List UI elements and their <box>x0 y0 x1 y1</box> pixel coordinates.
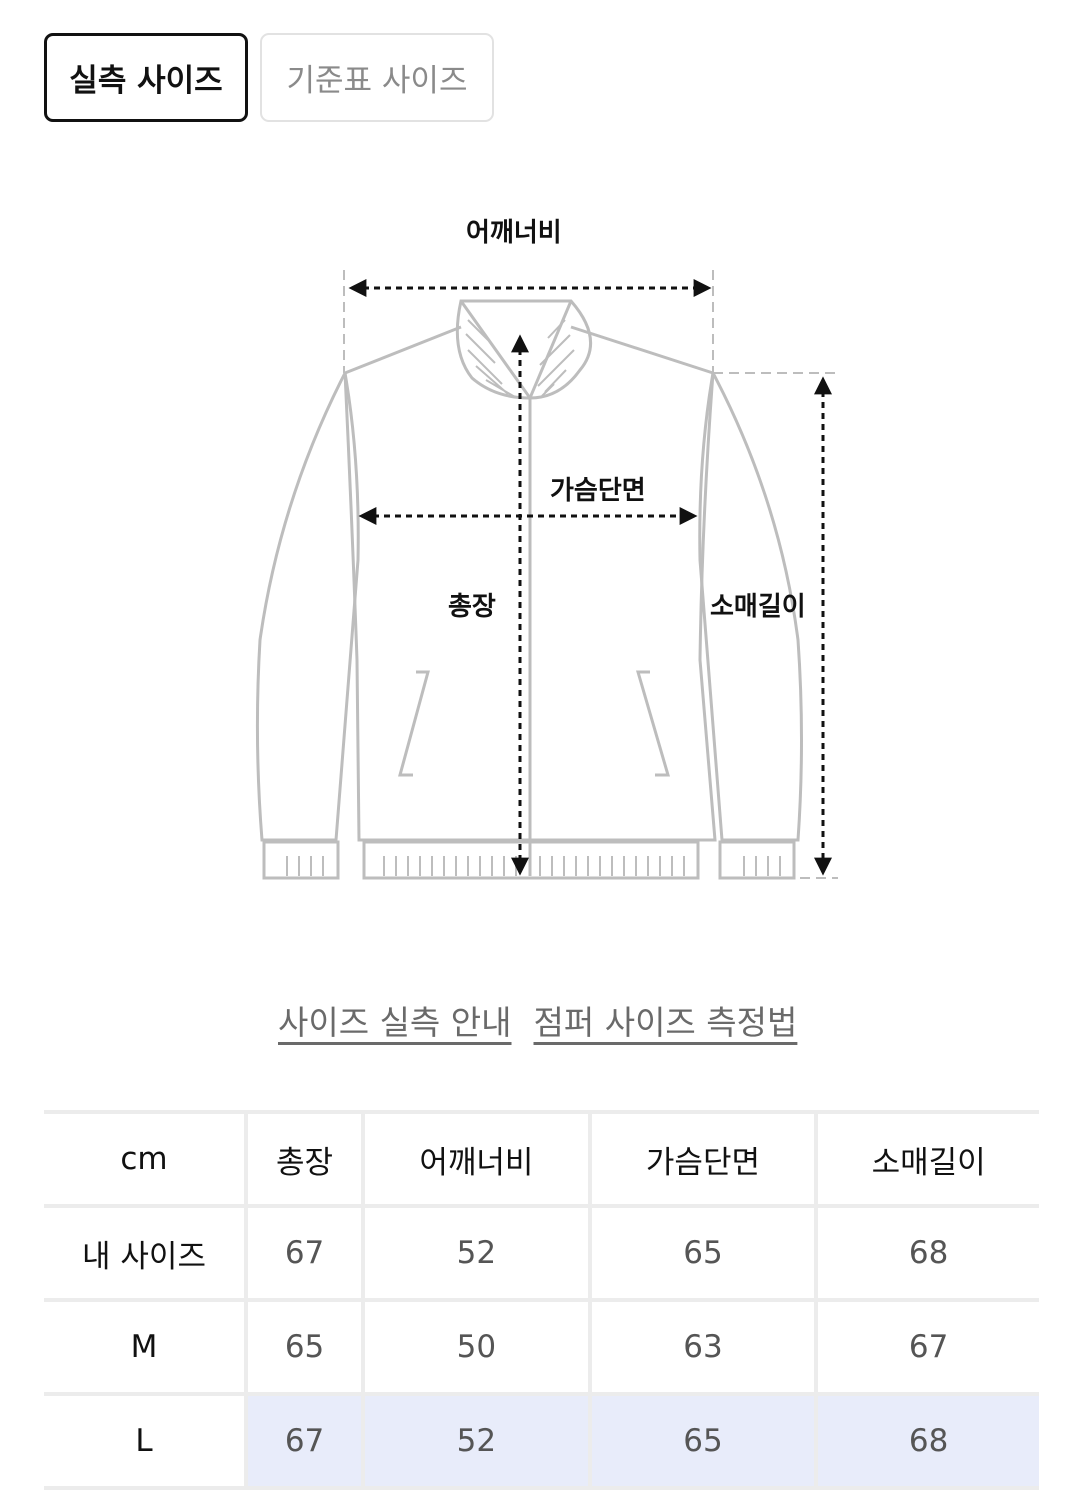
cell-value: 67 <box>814 1298 1039 1394</box>
cell-value: 68 <box>814 1204 1039 1300</box>
row-label: M <box>44 1298 246 1394</box>
jumper-measuring-method-link[interactable]: 점퍼 사이즈 측정법 <box>533 1003 798 1042</box>
cell-value: 65 <box>587 1204 817 1300</box>
row-label: L <box>44 1392 246 1490</box>
jacket-measurement-diagram: 어깨너비 가슴단면 총장 소매길이 <box>240 200 860 900</box>
label-total-length: 총장 <box>448 592 496 622</box>
header-shoulder-width: 어깨너비 <box>361 1110 590 1206</box>
label-chest-width: 가슴단면 <box>550 476 646 506</box>
cell-value: 65 <box>243 1298 364 1394</box>
size-tabs: 실측 사이즈 기준표 사이즈 <box>44 33 494 122</box>
cell-value: 52 <box>361 1204 590 1300</box>
cell-value: 63 <box>587 1298 817 1394</box>
table-row-my-size: 내 사이즈 67 52 65 68 <box>44 1204 1039 1300</box>
cell-value: 67 <box>243 1204 364 1300</box>
row-label: 내 사이즈 <box>44 1204 246 1300</box>
label-shoulder-width: 어깨너비 <box>466 218 562 248</box>
cell-value: 68 <box>814 1392 1039 1490</box>
header-chest-width: 가슴단면 <box>587 1110 817 1206</box>
tab-standard-size[interactable]: 기준표 사이즈 <box>260 33 494 122</box>
header-total-length: 총장 <box>243 1110 364 1206</box>
label-sleeve-length: 소매길이 <box>710 592 806 622</box>
cell-value: 52 <box>361 1392 590 1490</box>
cell-value: 65 <box>587 1392 817 1490</box>
table-row-m: M 65 50 63 67 <box>44 1298 1039 1394</box>
table-row-l: L 67 52 65 68 <box>44 1392 1039 1490</box>
jacket-illustration <box>255 270 838 880</box>
cell-value: 67 <box>243 1392 364 1490</box>
tab-measured-size[interactable]: 실측 사이즈 <box>44 33 248 122</box>
cell-value: 50 <box>361 1298 590 1394</box>
size-table: cm 총장 어깨너비 가슴단면 소매길이 내 사이즈 67 52 65 68 M… <box>44 1110 1039 1490</box>
header-sleeve-length: 소매길이 <box>814 1110 1039 1206</box>
unit-header: cm <box>44 1110 246 1206</box>
table-header-row: cm 총장 어깨너비 가슴단면 소매길이 <box>44 1110 1039 1206</box>
size-measurement-guide-link[interactable]: 사이즈 실측 안내 <box>278 1003 512 1042</box>
guide-links: 사이즈 실측 안내 점퍼 사이즈 측정법 <box>278 996 797 1044</box>
